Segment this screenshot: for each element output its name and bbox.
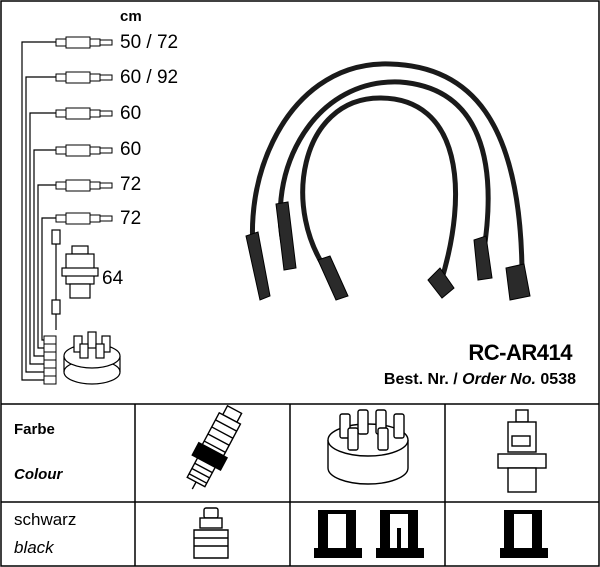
distributor-cap-icon xyxy=(327,409,409,485)
lead-length-5: 72 xyxy=(120,174,142,195)
lead-schematic xyxy=(21,41,56,381)
header-colour-de: Farbe xyxy=(14,421,55,438)
bus-terminals xyxy=(43,335,57,385)
order-label: Order No. xyxy=(462,371,536,388)
lead-length-2: 60 / 92 xyxy=(120,67,179,88)
order-number-line: Best. Nr. / Order No. 0538 xyxy=(384,371,576,389)
product-code: RC-AR414 xyxy=(468,340,572,365)
coil-lead-length: 64 xyxy=(102,268,124,289)
ignition-cables xyxy=(249,61,525,293)
order-prefix: Best. Nr. / xyxy=(383,371,463,388)
unit-label: cm xyxy=(120,8,142,25)
header-colour-en: Colour xyxy=(14,466,63,483)
table-grid xyxy=(1,403,599,566)
coil-lead xyxy=(51,229,61,330)
colour-value-en: black xyxy=(14,538,54,557)
distributor-terminal-icon xyxy=(314,510,424,558)
lead-connectors xyxy=(55,36,113,225)
coil-terminal-icon xyxy=(500,510,548,558)
cable-boots xyxy=(245,201,531,301)
schematic-distributor-cap xyxy=(63,331,121,385)
lead-length-4: 60 xyxy=(120,139,142,160)
lead-length-3: 60 xyxy=(120,103,142,124)
spark-plug-icon xyxy=(186,404,243,490)
schematic-coil xyxy=(61,245,99,299)
lead-length-1: 50 / 72 xyxy=(120,32,179,53)
ignition-coil-icon xyxy=(497,409,547,493)
order-number: 0538 xyxy=(540,371,576,388)
plug-boot-icon xyxy=(193,507,229,559)
colour-value-de: schwarz xyxy=(14,510,77,529)
lead-length-6: 72 xyxy=(120,208,142,229)
